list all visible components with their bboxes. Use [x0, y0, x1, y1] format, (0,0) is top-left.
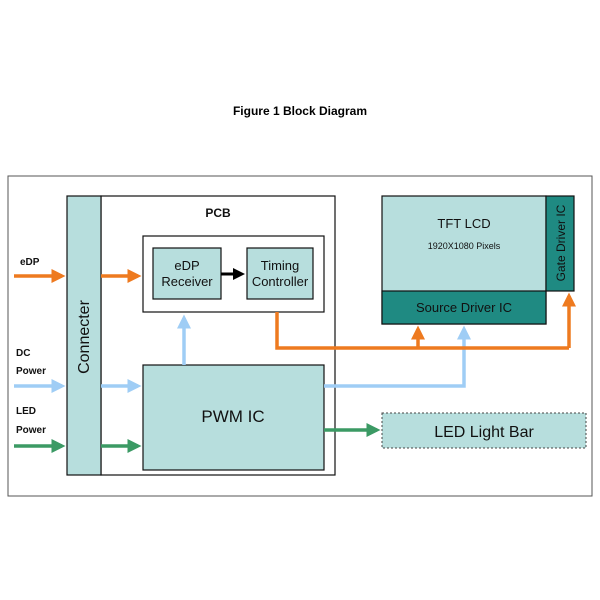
- connector-label: Connecter: [76, 299, 93, 373]
- connector-block: [66, 195, 102, 476]
- source-driver-block: [381, 290, 547, 325]
- figure-title: Figure 1 Block Diagram: [232, 104, 368, 118]
- timing-controller-line1: Timing: [261, 258, 300, 273]
- timing-controller-block: [246, 247, 314, 300]
- pcb-label: PCB: [205, 206, 231, 220]
- source-driver-label: Source Driver IC: [416, 300, 512, 315]
- tcon-signal-bus: [275, 312, 569, 350]
- edp-receiver-line1: eDP: [174, 258, 199, 273]
- edp-input-label: eDP: [20, 257, 40, 268]
- led-light-bar-label: LED Light Bar: [434, 424, 534, 441]
- tft-lcd-resolution: 1920X1080 Pixels: [428, 241, 501, 251]
- gate-driver-label: Gate Driver IC: [554, 204, 568, 281]
- gate-driver-block: [545, 195, 575, 292]
- edp-receiver-block: [152, 247, 222, 300]
- led-power-label-line2: Power: [16, 425, 46, 436]
- pwm-ic-block: [142, 364, 325, 471]
- pwm-ic-label: PWM IC: [201, 407, 264, 426]
- dc-power-label-line2: Power: [16, 366, 46, 377]
- edp-receiver-line2: Receiver: [161, 274, 213, 289]
- tft-lcd-title: TFT LCD: [437, 216, 490, 231]
- led-power-label-line1: LED: [16, 406, 36, 417]
- dc-power-label-line1: DC: [16, 348, 30, 359]
- timing-controller-line2: Controller: [252, 274, 309, 289]
- led-light-bar-block: [381, 412, 587, 449]
